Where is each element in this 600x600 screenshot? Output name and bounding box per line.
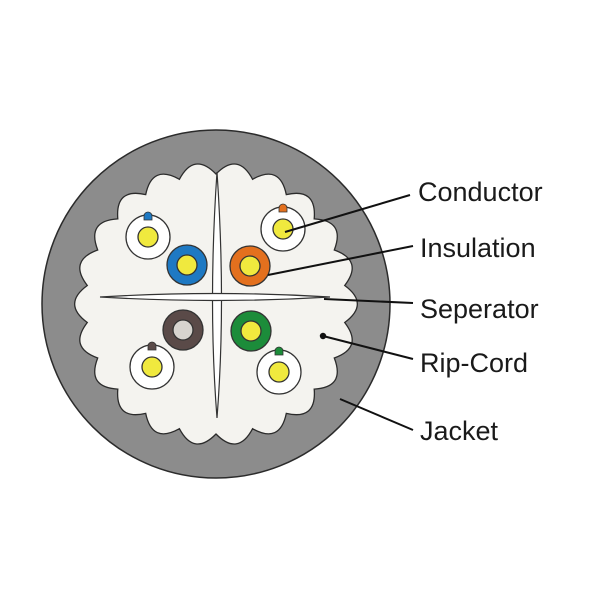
orange-conductor	[239, 255, 261, 277]
green-conductor	[240, 320, 262, 342]
green-stripe-marker	[274, 346, 284, 356]
pair-white-brown	[129, 341, 175, 390]
pair-orange	[229, 245, 271, 287]
separator-label: Seperator	[420, 294, 539, 324]
jacket-label: Jacket	[420, 416, 499, 446]
rip-cord-label: Rip-Cord	[420, 348, 528, 378]
pair-blue	[166, 244, 208, 286]
separator-leader-line	[323, 298, 414, 304]
rip-cord-leader-line	[322, 335, 414, 360]
blue-conductor	[176, 254, 198, 276]
jacket-leader-line	[339, 398, 414, 431]
conductor-label: Conductor	[418, 177, 543, 207]
pair-white-green	[256, 346, 302, 395]
white-green-conductor	[268, 361, 290, 383]
insulation-leader-line	[267, 245, 414, 276]
insulation-label: Insulation	[420, 233, 536, 263]
white-orange-conductor	[272, 218, 294, 240]
pair-white-blue	[125, 211, 171, 260]
pair-brown	[162, 309, 204, 351]
separator-horizontal-spline	[99, 292, 331, 302]
white-brown-conductor	[141, 356, 163, 378]
brown-conductor	[172, 319, 194, 341]
blue-stripe-marker	[143, 211, 153, 221]
pair-green	[230, 310, 272, 352]
white-blue-conductor	[137, 226, 159, 248]
brown-stripe-marker	[147, 341, 157, 351]
orange-stripe-marker	[278, 203, 288, 213]
cross-separator	[99, 171, 331, 419]
conductor-leader-line	[284, 194, 411, 233]
